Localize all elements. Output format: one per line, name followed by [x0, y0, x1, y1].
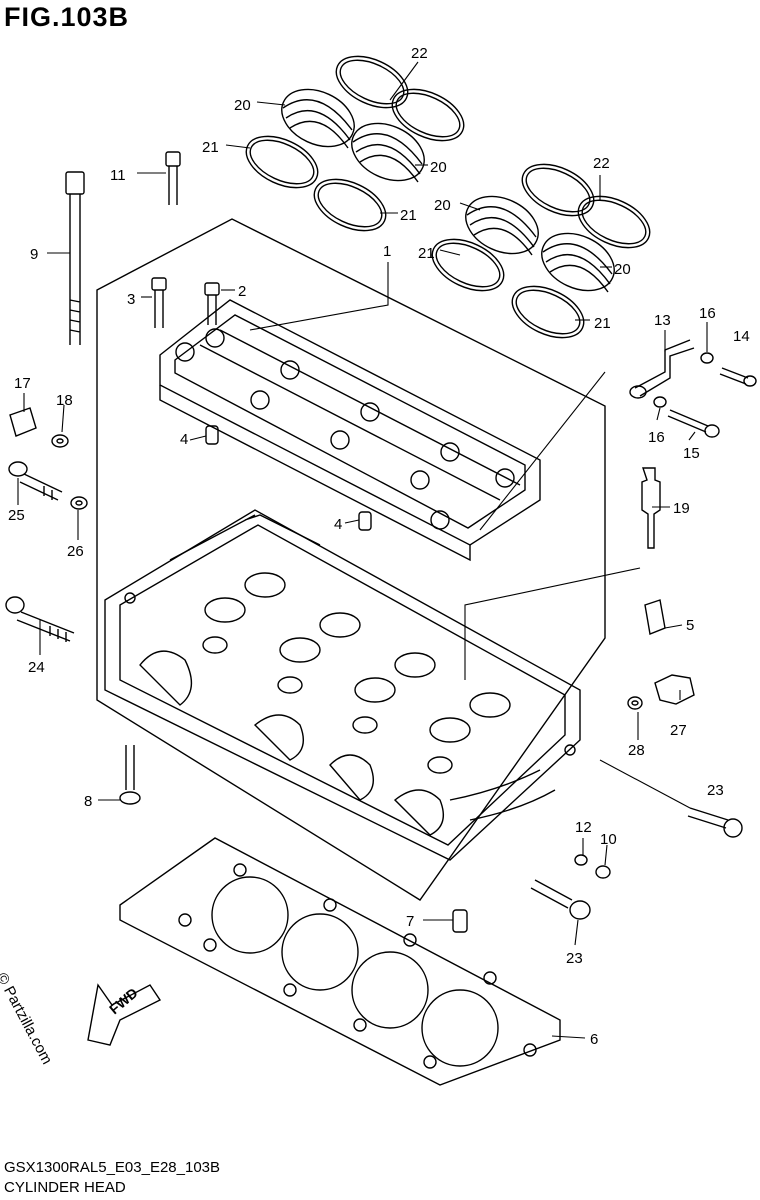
callout-10: 10 [600, 831, 617, 848]
callout-7: 7 [406, 913, 414, 930]
callout-16a: 16 [699, 305, 716, 322]
callout-21a: 21 [202, 139, 219, 156]
callout-5: 5 [686, 617, 694, 634]
callout-12: 12 [575, 819, 592, 836]
callout-25: 25 [8, 507, 25, 524]
callout-20b: 20 [430, 159, 447, 176]
callout-14: 14 [733, 328, 750, 345]
callout-22a: 22 [411, 45, 428, 62]
callout-3: 3 [127, 291, 135, 308]
small-parts [5, 151, 757, 1046]
callout-15: 15 [683, 445, 700, 462]
assembly-frame [96, 218, 606, 901]
callout-20d: 20 [614, 261, 631, 278]
section-name: CYLINDER HEAD [4, 1179, 126, 1196]
callout-23a: 23 [707, 782, 724, 799]
callout-26: 26 [67, 543, 84, 560]
callout-1: 1 [383, 243, 391, 260]
callout-22b: 22 [593, 155, 610, 172]
head-gasket [119, 837, 561, 1086]
fwd-arrow-icon [87, 983, 162, 1046]
callout-17: 17 [14, 375, 31, 392]
callout-24: 24 [28, 659, 45, 676]
cylinder-head-body [104, 509, 581, 861]
callout-labels: 22 20 21 20 21 22 20 21 20 21 11 9 1 2 3… [8, 45, 750, 1048]
figure-title: FIG.103B [4, 2, 130, 32]
callout-28: 28 [628, 742, 645, 759]
model-code: GSX1300RAL5_E03_E28_103B [4, 1159, 221, 1176]
callout-21d: 21 [594, 315, 611, 332]
callout-6: 6 [590, 1031, 598, 1048]
leader-lines [17, 61, 708, 1039]
cylinder-head-cover [159, 299, 541, 562]
callout-16b: 16 [648, 429, 665, 446]
callout-20a: 20 [234, 97, 251, 114]
callout-9: 9 [30, 246, 38, 263]
callout-19: 19 [673, 500, 690, 517]
intake-boots-right [431, 163, 651, 339]
callout-20c: 20 [434, 197, 451, 214]
intake-boots-left [245, 55, 465, 232]
callout-4b: 4 [334, 516, 342, 533]
callout-4a: 4 [180, 431, 188, 448]
callout-23b: 23 [566, 950, 583, 967]
callout-2: 2 [238, 283, 246, 300]
callout-27: 27 [670, 722, 687, 739]
callout-21c: 21 [418, 245, 435, 262]
callout-21b: 21 [400, 207, 417, 224]
callout-11: 11 [110, 167, 126, 184]
callout-8: 8 [84, 793, 92, 810]
callout-18: 18 [56, 392, 73, 409]
callout-13: 13 [654, 312, 671, 329]
